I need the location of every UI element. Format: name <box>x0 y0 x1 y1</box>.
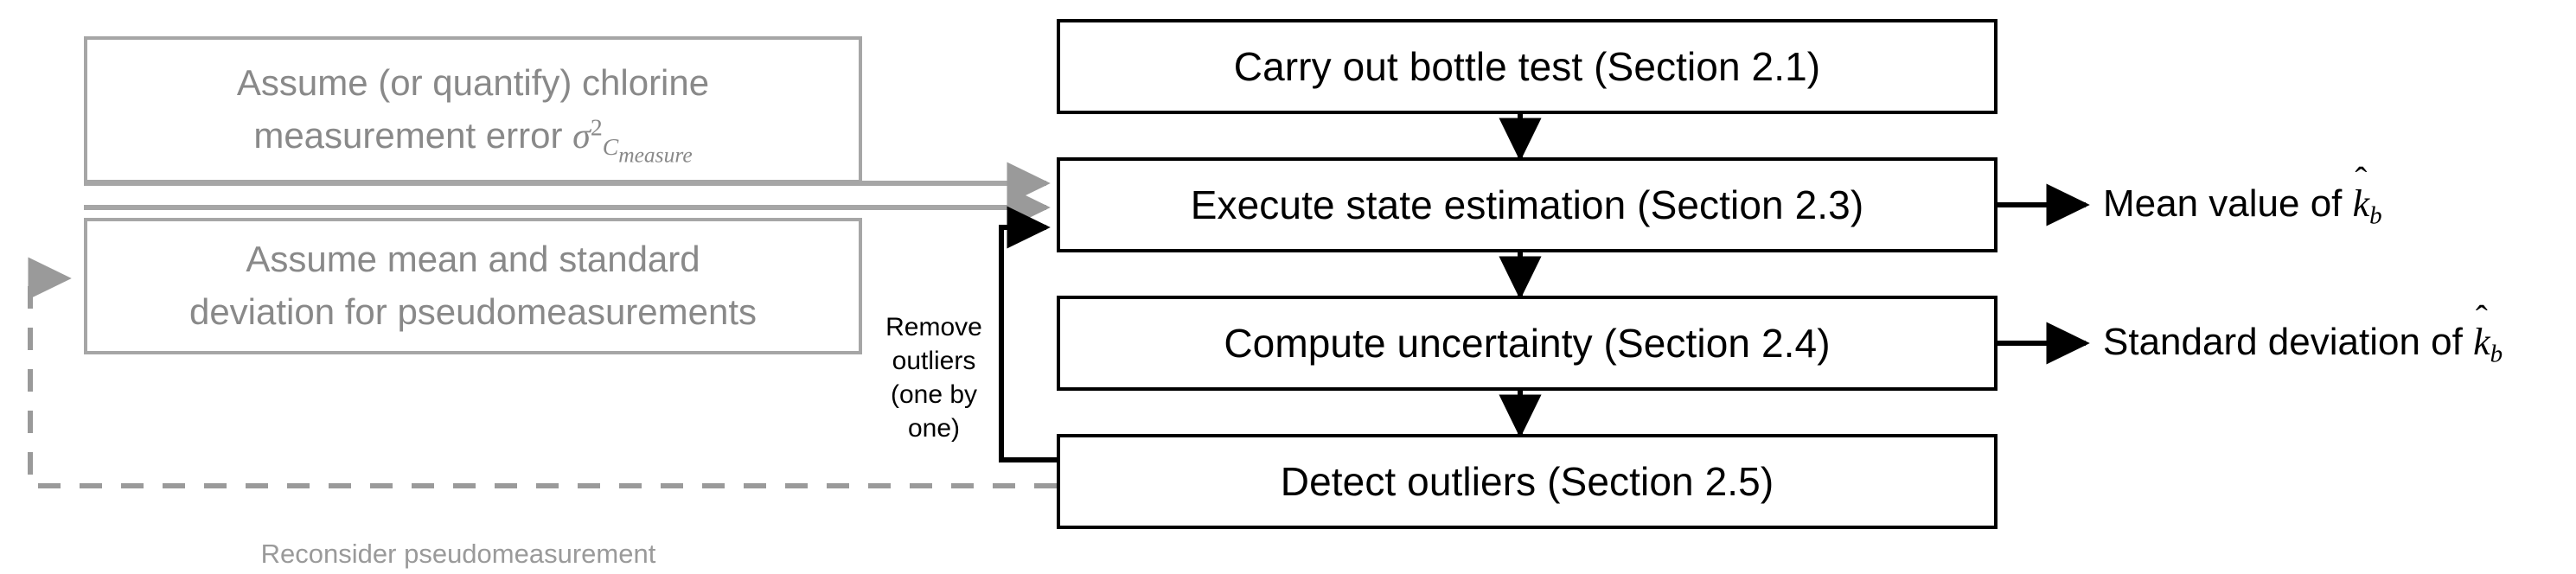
k-hat-b-symbol-stdev: ̂k <box>2473 320 2490 366</box>
assumption-box-pseudomeasurement[interactable]: Assume mean and standard deviation for p… <box>84 218 862 354</box>
process-label-detect-outliers: Detect outliers (Section 2.5) <box>1280 458 1774 504</box>
edge-label-remove-outliers-text: Remove outliers (one by one) <box>885 313 982 443</box>
output-stdev-prefix: Standard deviation of <box>2103 321 2474 363</box>
edge-label-reconsider: Reconsider pseudomeasurement assumptions… <box>199 500 718 574</box>
k-subscript-stdev: b <box>2490 340 2503 368</box>
edge-label-reconsider-text: Reconsider pseudomeasurement assumptions… <box>260 538 656 569</box>
sigma-base: σ <box>572 116 591 156</box>
sigma-sub-subscript: measure <box>618 142 693 168</box>
process-box-state-estimation[interactable]: Execute state estimation (Section 2.3) <box>1057 157 1998 252</box>
assumption-chlorine-line2-prefix: measurement error <box>253 114 573 156</box>
output-mean-prefix: Mean value of <box>2103 182 2353 225</box>
process-box-bottle-test[interactable]: Carry out bottle test (Section 2.1) <box>1057 19 1998 114</box>
assumption-pseudo-line2: deviation for pseudomeasurements <box>189 291 757 332</box>
process-label-bottle-test: Carry out bottle test (Section 2.1) <box>1233 43 1821 89</box>
arrow-remove-outliers-feedback <box>999 206 1057 462</box>
edge-label-remove-outliers: Remove outliers (one by one) <box>873 277 994 445</box>
process-label-state-estimation: Execute state estimation (Section 2.3) <box>1190 182 1864 227</box>
process-box-detect-outliers[interactable]: Detect outliers (Section 2.5) <box>1057 434 1998 529</box>
process-box-compute-uncertainty[interactable]: Compute uncertainty (Section 2.4) <box>1057 296 1998 391</box>
process-label-compute-uncertainty: Compute uncertainty (Section 2.4) <box>1224 320 1831 366</box>
k-base-mean: k <box>2352 182 2370 225</box>
assumption-box-chlorine-error[interactable]: Assume (or quantify) chlorine measuremen… <box>84 36 862 183</box>
output-label-mean-kb: Mean value of ̂kb <box>2103 182 2382 230</box>
output-label-stdev-kb: Standard deviation of ̂kb <box>2103 320 2503 368</box>
sigma-superscript: 2 <box>590 113 603 141</box>
sigma-c-measure-symbol: σ2Cmeasure <box>572 115 693 166</box>
sigma-subscript: Cmeasure <box>602 132 693 168</box>
assumption-pseudo-line1: Assume mean and standard <box>246 239 700 280</box>
k-base-stdev: k <box>2473 321 2490 363</box>
k-hat-b-symbol-mean: ̂k <box>2353 182 2370 227</box>
assumption-chlorine-line1: Assume (or quantify) chlorine <box>236 61 710 103</box>
k-subscript-mean: b <box>2369 201 2382 230</box>
